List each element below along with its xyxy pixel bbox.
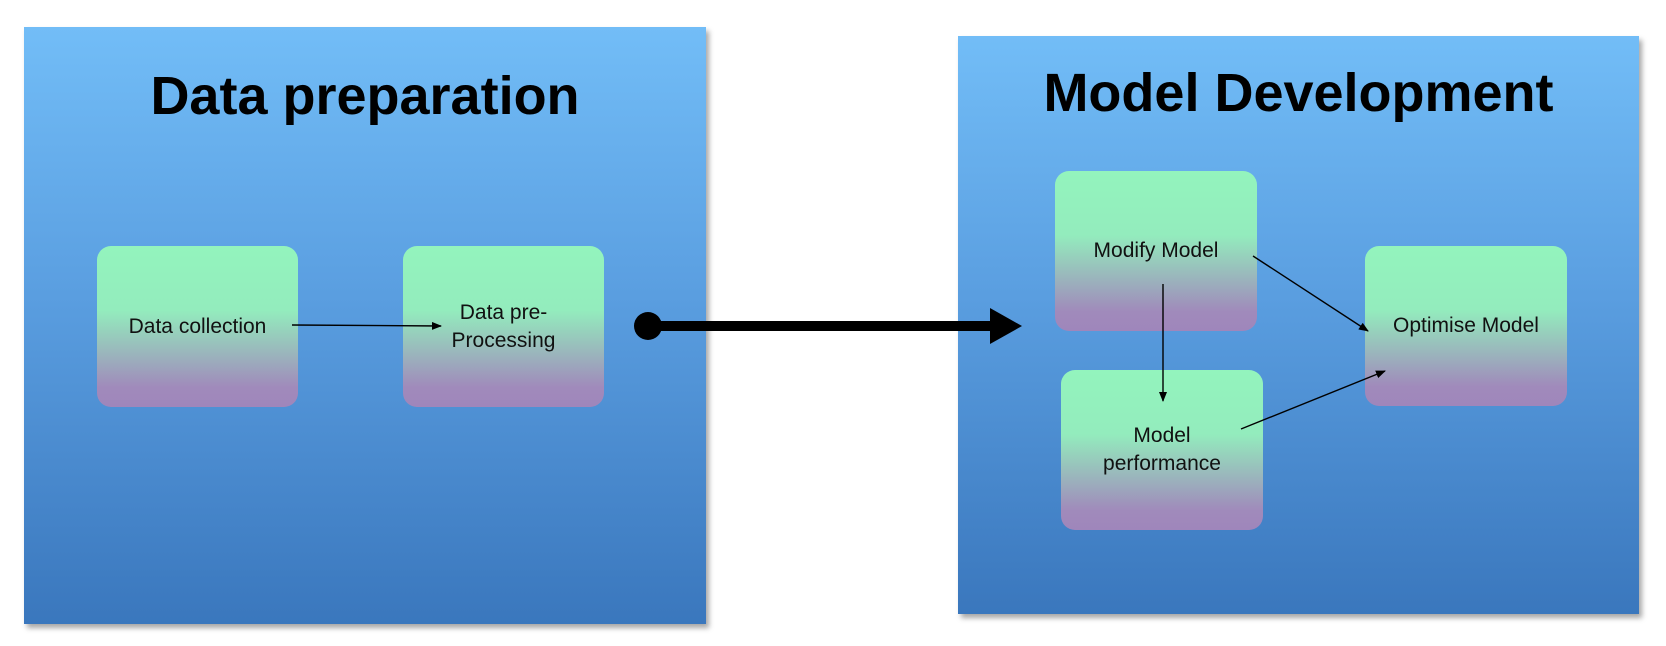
data-preprocessing-label-line1: Data pre- (459, 300, 548, 324)
optimise-model-node: Optimise Model (1365, 246, 1567, 406)
model-development-title: Model Development (1043, 63, 1554, 123)
data-preprocessing-label-line2: Processing (451, 328, 556, 352)
model-performance-label-line1: Model (1133, 424, 1191, 447)
data-preparation-title: Data preparation (150, 66, 580, 126)
data-preprocessing-node: Data pre- Processing (403, 246, 604, 407)
modify-model-node: Modify Model (1055, 171, 1257, 331)
optimise-model-label: Optimise Model (1393, 314, 1539, 337)
model-performance-label-line2: performance (1103, 452, 1221, 475)
modify-model-label: Modify Model (1093, 239, 1219, 262)
model-performance-node: Model performance (1061, 370, 1263, 530)
data-collection-label: Data collection (128, 314, 267, 338)
data-collection-node: Data collection (97, 246, 298, 407)
